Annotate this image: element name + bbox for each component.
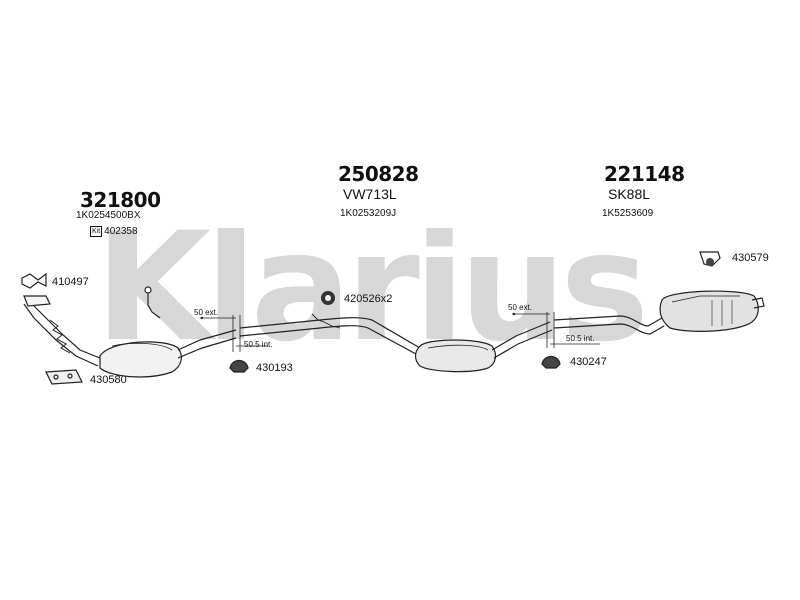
front-pipe-lower	[23, 303, 99, 367]
part-number-250828: 250828	[338, 162, 419, 186]
flange-430580	[45, 369, 83, 385]
rear-pipe	[553, 315, 663, 327]
accessory-430193: 430193	[256, 362, 293, 374]
kit-number: 402358	[104, 226, 138, 237]
gasket-410497	[21, 272, 47, 289]
center-silencer	[414, 339, 497, 373]
intermediate-pipe-c	[491, 321, 551, 351]
lambda-sensor	[147, 292, 161, 319]
accessory-420526x2: 420526x2	[344, 293, 393, 305]
mount-430193	[229, 359, 249, 373]
flange-top	[23, 295, 51, 307]
catalytic-converter	[99, 341, 182, 378]
mount-430247	[541, 355, 561, 369]
joint-2-ext: 50 ext.	[508, 303, 533, 312]
accessory-430247: 430247	[570, 356, 607, 368]
joint-1-int: 50.5 int.	[244, 340, 273, 349]
tailpipe	[751, 297, 765, 309]
oe-number-250828: 1K0253209J	[340, 208, 397, 219]
part-number-221148: 221148	[604, 162, 685, 186]
kit-icon: Kit	[90, 226, 103, 237]
joint-2-int: 50.5 int.	[566, 334, 595, 343]
kit-reference: Kit 402358	[90, 226, 138, 237]
intermediate-pipe-a	[177, 329, 237, 351]
flexi-section	[49, 319, 71, 354]
ref-code-250828: VW713L	[343, 186, 397, 202]
ref-code-221148: SK88L	[608, 186, 651, 202]
accessory-430580: 430580	[90, 374, 127, 386]
intermediate-pipe-b	[239, 317, 421, 349]
oe-number-221148: 1K5253609	[602, 208, 654, 219]
accessory-410497: 410497	[52, 276, 89, 288]
part-number-321800: 321800	[80, 188, 161, 212]
front-manifold-pipe	[27, 299, 101, 359]
joint-1-ext: 50 ext.	[194, 308, 219, 317]
rear-silencer	[659, 290, 759, 332]
accessory-430579: 430579	[732, 252, 769, 264]
oe-number-321800: 1K0254500BX	[76, 210, 141, 221]
